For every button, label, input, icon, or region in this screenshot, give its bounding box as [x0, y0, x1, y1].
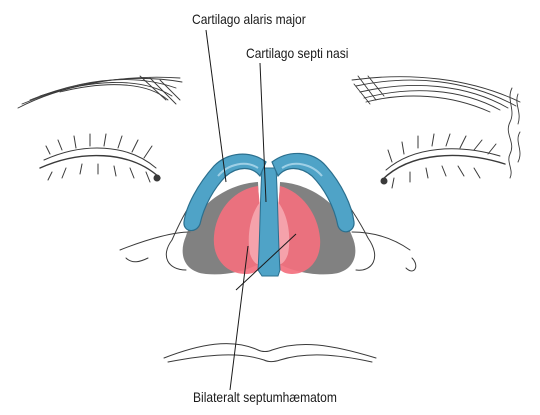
label-cartilago-alaris-major: Cartilago alaris major [192, 11, 306, 27]
left-eyebrow [18, 76, 182, 108]
leader-alaris [206, 30, 226, 182]
right-eyebrow [352, 76, 520, 112]
mouth-lines [164, 344, 376, 362]
label-cartilago-septi-nasi: Cartilago septi nasi [246, 45, 348, 61]
right-eye [381, 134, 505, 188]
label-bilateralt-septumhaematom: Bilateralt septumhæmatom [193, 389, 337, 405]
left-eye [40, 134, 160, 182]
